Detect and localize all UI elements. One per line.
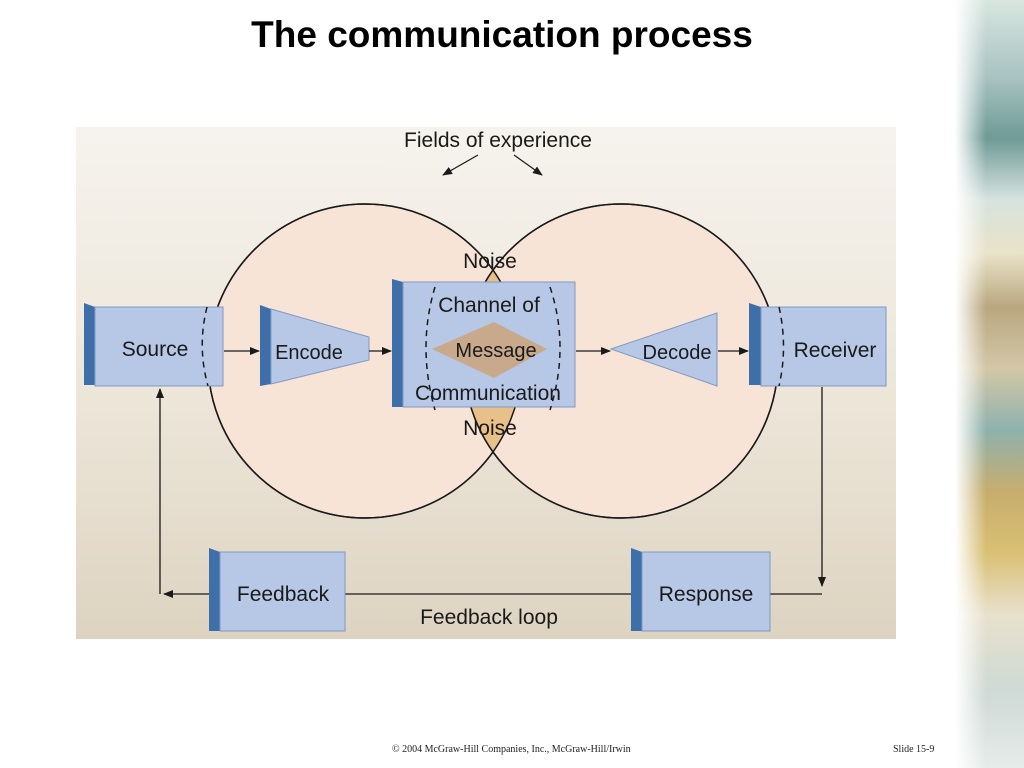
diagram-panel: Fields of experience Noise Noise Source … xyxy=(76,127,896,639)
fields-pointer-left xyxy=(442,154,479,176)
source-box: Source xyxy=(84,303,224,387)
receiver-box: Receiver xyxy=(749,303,887,387)
slide-number: Slide 15-9 xyxy=(893,744,935,755)
decode-label: Decode xyxy=(643,342,712,364)
feedback-loop-label: Feedback loop xyxy=(420,606,558,629)
encode-shape: Encode xyxy=(260,305,370,386)
receiver-label: Receiver xyxy=(794,339,877,362)
fields-pointer-right xyxy=(513,154,543,176)
source-label: Source xyxy=(122,338,189,361)
channel-line2-label: Communication xyxy=(415,382,561,405)
response-box: Response xyxy=(631,548,771,632)
slide-title: The communication process xyxy=(251,14,753,55)
decorative-side-strip xyxy=(955,0,1024,768)
response-label: Response xyxy=(659,583,754,606)
message-diamond xyxy=(432,322,547,378)
feedback-label: Feedback xyxy=(237,583,330,606)
channel-box: Channel of Message Communication xyxy=(392,279,576,408)
feedback-box: Feedback xyxy=(209,548,346,632)
fields-of-experience-label: Fields of experience xyxy=(404,129,592,152)
decode-shape: Decode xyxy=(609,312,718,387)
channel-line1-label: Channel of xyxy=(438,294,540,317)
communication-process-diagram: Fields of experience Noise Noise Source … xyxy=(84,129,887,632)
encode-label: Encode xyxy=(275,342,343,364)
copyright-footer: © 2004 McGraw-Hill Companies, Inc., McGr… xyxy=(392,744,631,755)
noise-bottom-label: Noise xyxy=(463,417,517,440)
message-label: Message xyxy=(455,340,536,362)
noise-top-label: Noise xyxy=(463,250,517,273)
field-boundary-dashes xyxy=(201,286,785,411)
